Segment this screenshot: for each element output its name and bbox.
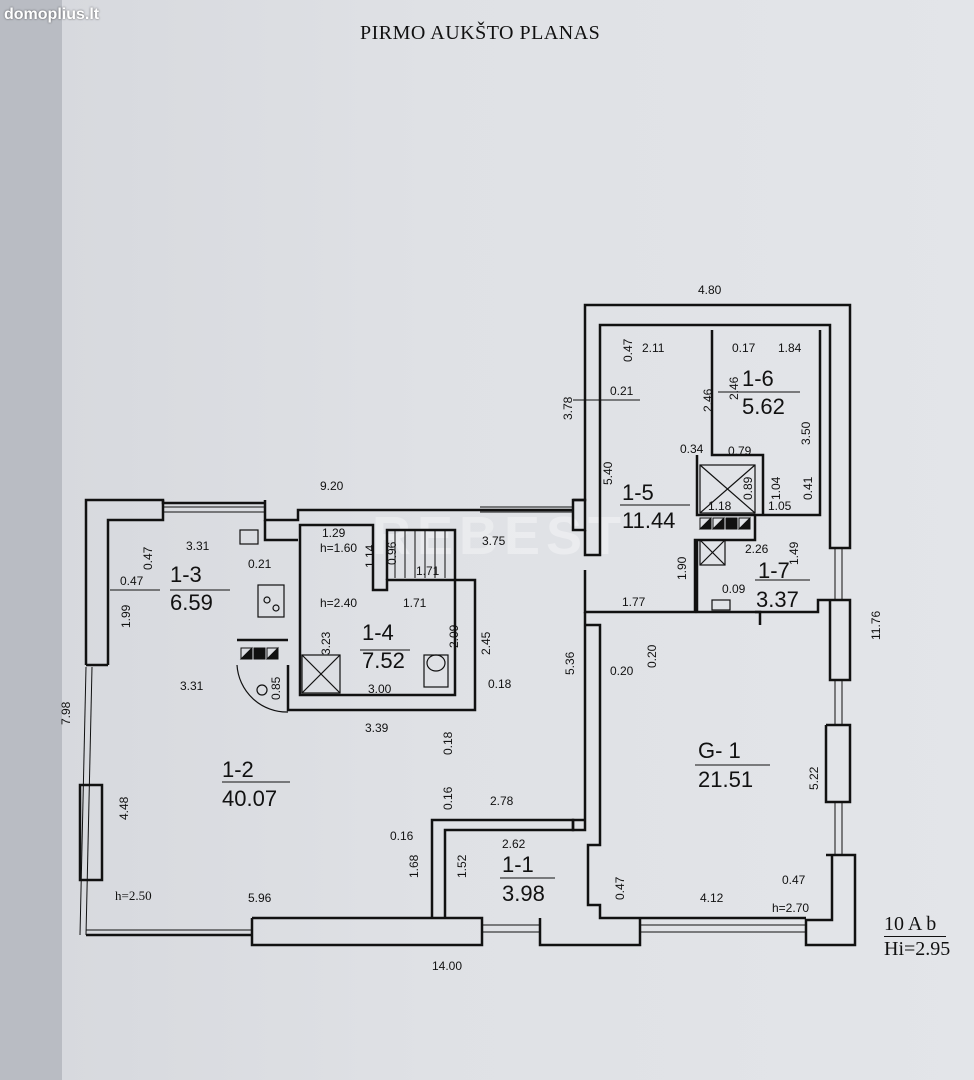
height-labels: h=2.50 h=2.70 h=1.60 h=2.40: [115, 541, 809, 915]
dim-114: 1.14: [363, 544, 377, 568]
dimension-lines: [110, 391, 810, 879]
dim-375: 3.75: [482, 534, 506, 548]
dim-105: 1.05: [768, 499, 792, 513]
dim-177: 1.77: [622, 595, 646, 609]
dim-021a: 0.21: [610, 384, 634, 398]
height-240: h=2.40: [320, 596, 357, 610]
dim-331b: 3.31: [180, 679, 204, 693]
dim-378: 3.78: [561, 396, 575, 420]
dim-047e: 0.47: [782, 873, 806, 887]
dim-350: 3.50: [799, 421, 813, 445]
dim-171b: 1.71: [403, 596, 427, 610]
dim-129: 1.29: [322, 526, 346, 540]
site-watermark: domoplius.lt: [4, 6, 100, 23]
dim-168: 1.68: [407, 854, 421, 878]
dim-096: 0.96: [385, 541, 399, 565]
dim-199: 1.99: [119, 604, 133, 628]
dim-190: 1.90: [675, 556, 689, 580]
dim-079: 0.79: [728, 444, 752, 458]
dim-171a: 1.71: [416, 564, 440, 578]
room-area-g-1: 21.51: [698, 767, 753, 792]
dim-245: 2.45: [479, 631, 493, 655]
dim-331a: 3.31: [186, 539, 210, 553]
dim-522: 5.22: [807, 766, 821, 790]
walls: [84, 303, 857, 947]
dim-104: 1.04: [769, 476, 783, 500]
room-area-1-3: 6.59: [170, 590, 213, 615]
ghost-watermark: REBEST: [372, 506, 628, 566]
dim-017: 0.17: [732, 341, 756, 355]
room-id-1-4: 1-4: [362, 620, 394, 645]
dim-047d: 0.47: [613, 876, 627, 900]
dim-278: 2.78: [490, 794, 514, 808]
dimension-labels: 4.80 9.20 14.00 11.76 7.98 3.78 5.40 5.3…: [59, 283, 883, 973]
corner-line2: Hi=2.95: [884, 938, 951, 960]
dim-1176: 11.76: [869, 611, 883, 640]
dim-480: 4.80: [698, 283, 722, 297]
dim-596: 5.96: [248, 891, 272, 905]
dim-211: 2.11: [642, 341, 665, 355]
fixtures: [236, 464, 756, 713]
room-area-1-6: 5.62: [742, 394, 785, 419]
room-id-1-6: 1-6: [742, 366, 774, 391]
room-id-1-3: 1-3: [170, 562, 202, 587]
boiler-symbols: [239, 516, 751, 660]
dim-798: 7.98: [59, 701, 73, 725]
dim-323: 3.23: [319, 631, 333, 655]
dim-339: 3.39: [365, 721, 389, 735]
dim-246a: 2.46: [701, 388, 715, 412]
dim-536: 5.36: [563, 651, 577, 675]
dim-009: 0.09: [722, 582, 746, 596]
dim-149: 1.49: [787, 541, 801, 565]
plan-title: PIRMO AUKŠTO PLANAS: [360, 22, 601, 44]
dim-018b: 0.18: [441, 731, 455, 755]
room-id-1-2: 1-2: [222, 757, 254, 782]
windows: [78, 498, 843, 936]
room-id-g-1: G- 1: [698, 738, 741, 763]
room-id-1-7: 1-7: [758, 558, 790, 583]
dim-448: 4.48: [117, 796, 131, 820]
dim-184: 1.84: [778, 341, 802, 355]
dim-021b: 0.21: [248, 557, 272, 571]
height-160: h=1.60: [320, 541, 357, 555]
room-area-1-1: 3.98: [502, 881, 545, 906]
room-area-1-2: 40.07: [222, 786, 277, 811]
room-id-1-1: 1-1: [502, 852, 534, 877]
room-area-1-5: 11.44: [622, 508, 675, 533]
dim-300: 3.00: [368, 682, 392, 696]
dim-020a: 0.20: [645, 644, 659, 668]
dim-018a: 0.18: [488, 677, 512, 691]
dim-1400: 14.00: [432, 959, 462, 973]
dim-118: 1.18: [708, 499, 732, 513]
dim-209: 2.09: [447, 624, 461, 648]
room-area-1-4: 7.52: [362, 648, 405, 673]
height-g1: h=2.70: [772, 901, 809, 915]
paper-sheet: [62, 0, 974, 1080]
dim-016b: 0.16: [390, 829, 414, 843]
dim-540: 5.40: [601, 461, 615, 485]
corner-line1: 10 A b: [884, 912, 947, 937]
dim-034: 0.34: [680, 442, 704, 456]
dim-016a: 0.16: [441, 786, 455, 810]
dim-412: 4.12: [700, 891, 724, 905]
dim-041: 0.41: [801, 476, 815, 500]
height-main: h=2.50: [115, 888, 152, 903]
dim-047b: 0.47: [141, 546, 155, 570]
stair-treads: [394, 530, 446, 578]
room-area-1-7: 3.37: [756, 587, 799, 612]
dim-020b: 0.20: [610, 664, 634, 678]
room-labels: 1-2 40.07 1-3 6.59 1-4 7.52 1-5 11.44 1-…: [170, 366, 799, 906]
dim-920: 9.20: [320, 479, 344, 493]
room-id-1-5: 1-5: [622, 480, 654, 505]
corner-designation: 10 A b Hi=2.95: [884, 912, 950, 961]
dim-047c: 0.47: [120, 574, 144, 588]
dim-085: 0.85: [269, 676, 283, 700]
dim-047a: 0.47: [621, 338, 635, 362]
dim-246b: 2.46: [727, 376, 741, 400]
dim-089: 0.89: [741, 476, 755, 500]
dim-262: 2.62: [502, 837, 526, 851]
dim-152: 1.52: [455, 854, 469, 878]
dim-226: 2.26: [745, 542, 769, 556]
